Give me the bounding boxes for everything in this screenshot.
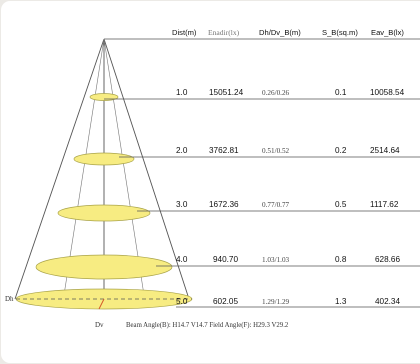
row-eav: 1117.62 [370, 200, 399, 209]
header-dist: Dist(m) [172, 28, 197, 37]
inner-beam-right [103, 38, 145, 296]
row-enadir: 602.05 [213, 297, 238, 306]
row-dist: 3.0 [176, 200, 188, 209]
table-row: 3.0 1672.36 0.77/0.77 0.5 1117.62 [176, 200, 399, 209]
header-enadir: Enadir(lx) [208, 28, 240, 37]
header-eav: Eav_B(lx) [371, 28, 404, 37]
row-dist: 5.0 [176, 297, 188, 306]
table-row: 4.0 940.70 1.03/1.03 0.8 628.66 [176, 255, 400, 264]
row-eav: 10058.54 [370, 88, 405, 97]
header-dh-dv: Dh/Dv_B(m) [259, 28, 301, 37]
table-row: 2.0 3762.81 0.51/0.52 0.2 2514.64 [176, 146, 400, 155]
row-eav: 402.34 [375, 297, 400, 306]
row-s-b: 0.1 [335, 88, 347, 97]
beam-section-3m [57, 204, 151, 222]
row-dh-dv: 1.29/1.29 [262, 298, 290, 306]
beam-section-4m [35, 254, 173, 280]
beam-angle-footer: Beam Angle(B): H14.7 V14.7 Field Angle(F… [126, 322, 289, 329]
row-enadir: 1672.36 [209, 200, 239, 209]
row-s-b: 0.2 [335, 146, 347, 155]
row-dh-dv: 0.77/0.77 [262, 201, 290, 209]
table-row: 5.0 602.05 1.29/1.29 1.3 402.34 [176, 297, 400, 306]
row-eav: 2514.64 [370, 146, 400, 155]
row-dh-dv: 0.51/0.52 [262, 147, 290, 155]
row-enadir: 15051.24 [209, 88, 244, 97]
inner-beam-left [63, 38, 105, 296]
row-dist: 4.0 [176, 255, 188, 264]
cone-right-edge [103, 38, 190, 300]
row-dist: 1.0 [176, 88, 188, 97]
cone-left-edge [14, 38, 105, 300]
leader-lines [104, 38, 420, 308]
row-enadir: 940.70 [213, 255, 238, 264]
row-s-b: 1.3 [335, 297, 347, 306]
row-dist: 2.0 [176, 146, 188, 155]
beam-section-2m [73, 152, 135, 166]
dv-dimension-line [98, 298, 105, 310]
row-s-b: 0.8 [335, 255, 347, 264]
row-s-b: 0.5 [335, 200, 347, 209]
beam-section-1m [89, 93, 119, 101]
header-s-b: S_B(sq.m) [322, 28, 358, 37]
table-row: 1.0 15051.24 0.26/0.26 0.1 10058.54 [176, 88, 405, 97]
table-header: Dist(m) Enadir(lx) Dh/Dv_B(m) S_B(sq.m) … [172, 28, 404, 37]
beam-cone [14, 38, 190, 300]
beam-sections [15, 93, 193, 310]
dh-label: Dh [5, 295, 14, 303]
row-eav: 628.66 [375, 255, 400, 264]
row-dh-dv: 1.03/1.03 [262, 256, 290, 264]
row-dh-dv: 0.26/0.26 [262, 89, 290, 97]
row-enadir: 3762.81 [209, 146, 239, 155]
dv-label: Dv [95, 321, 104, 329]
